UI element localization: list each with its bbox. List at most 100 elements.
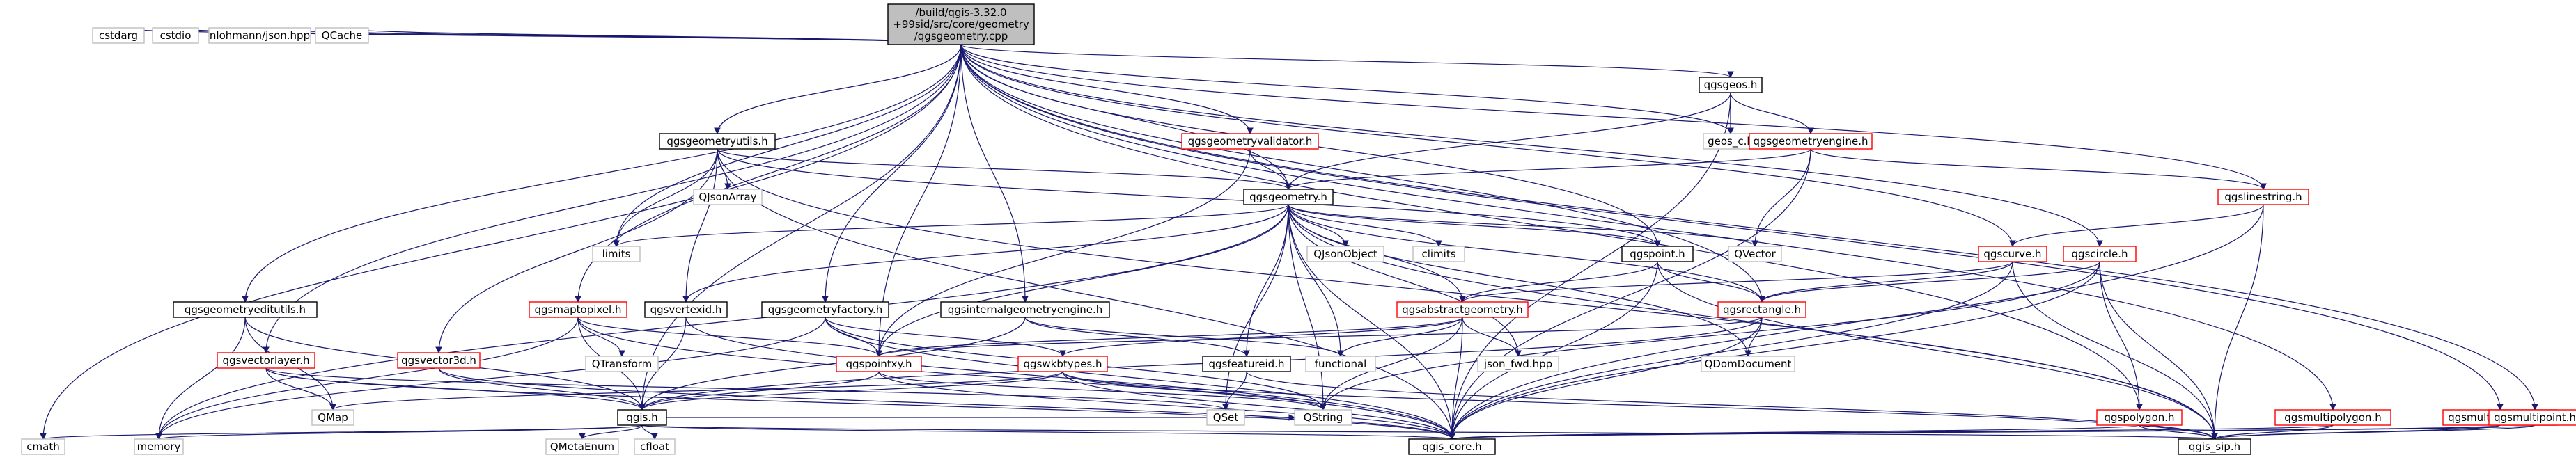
node-qgsgeometry[interactable]: qgsgeometry.h — [1243, 189, 1334, 205]
node-box — [1306, 246, 1384, 262]
node-qgsgeometryfactory[interactable]: qgsgeometryfactory.h — [761, 301, 889, 318]
edge-qgswkbtypes-to-qgis_core — [1062, 371, 1455, 440]
edge-line — [641, 44, 962, 411]
edge-arrowhead — [1515, 350, 1522, 358]
edge-line — [616, 44, 962, 247]
node-qjsonarray[interactable]: QJsonArray — [693, 189, 763, 205]
node-qgscurve[interactable]: qgscurve.h — [1978, 246, 2047, 262]
node-label: QTransform — [592, 358, 652, 370]
node-qgsabstractgeometry[interactable]: qgsabstractgeometry.h — [1396, 301, 1529, 318]
node-qgsgeometryeditutils[interactable]: qgsgeometryeditutils.h — [173, 301, 318, 318]
node-qgspolygon[interactable]: qgspolygon.h — [2096, 409, 2183, 426]
node-qgscircle[interactable]: qgscircle.h — [2063, 246, 2137, 262]
edge-arrowhead — [1751, 240, 1758, 248]
node-climits[interactable]: climits — [1412, 246, 1465, 262]
edge-root-to-qgsgeometry — [960, 44, 1292, 191]
edge-line — [42, 424, 643, 440]
edge-line — [1657, 261, 2215, 440]
node-qvector[interactable]: QVector — [1728, 246, 1782, 262]
node-qgis-sip[interactable]: qgis_sip.h — [2178, 438, 2251, 455]
node-qgsinternalgeometryengine[interactable]: qgsinternalgeometryengine.h — [940, 301, 1110, 318]
edge-arrowhead — [1243, 350, 1250, 358]
node-qgslinestring[interactable]: qgslinestring.h — [2217, 189, 2309, 205]
node-label: qgspointxy.h — [845, 358, 912, 370]
edge-arrowhead — [651, 433, 658, 440]
edge-line — [717, 44, 962, 134]
node-label: qgspoint.h — [1630, 248, 1685, 260]
node-cstdarg[interactable]: cstdarg — [92, 27, 145, 44]
node-box — [940, 301, 1110, 318]
node-qgspointxy[interactable]: qgspointxy.h — [836, 356, 922, 372]
edge-line — [960, 44, 1289, 190]
edge-arrowhead — [1320, 404, 1327, 411]
edge-qgsgeometry-to-qvector — [1288, 204, 1758, 248]
node-qstring[interactable]: QString — [1294, 409, 1352, 426]
edge-qgsgeometry-to-qdomdocument — [1288, 204, 1751, 358]
edge-qgsgeometryfactory-to-qgswkbtypes — [825, 317, 1066, 358]
edge-line — [265, 367, 1226, 411]
node-qgsvector3d[interactable]: qgsvector3d.h — [397, 352, 481, 369]
edge-line — [2214, 424, 2334, 440]
edge-line — [2012, 204, 2264, 247]
node-box — [152, 27, 199, 44]
node-qmap[interactable]: QMap — [311, 409, 354, 426]
edge-line — [1288, 204, 1439, 247]
node-qgsvectorlayer[interactable]: qgsvectorlayer.h — [217, 352, 315, 369]
node-qtransform[interactable]: QTransform — [585, 356, 659, 372]
node-nlohmann[interactable]: nlohmann/json.hpp — [208, 27, 311, 44]
node-label: QSet — [1213, 411, 1239, 424]
edge-line — [1062, 371, 1453, 440]
node-qgis[interactable]: qgis.h — [617, 409, 667, 426]
nodes-layer: /build/qgis-3.32.0+99sid/src/core/geomet… — [21, 3, 2576, 455]
node-qgsgeometryengine[interactable]: qgsgeometryengine.h — [1749, 133, 1873, 150]
node-label: qgsinternalgeometryengine.h — [948, 303, 1103, 316]
node-qset[interactable]: QSet — [1206, 409, 1245, 426]
edge-line — [1462, 261, 2013, 303]
node-qgsrectangle[interactable]: qgsrectangle.h — [1717, 301, 1806, 318]
edge-qgscircle-to-qgsrectangle — [1758, 261, 2100, 303]
node-memory[interactable]: memory — [134, 438, 184, 455]
edge-arrowhead — [1059, 350, 1066, 358]
node-qdomdocument[interactable]: QDomDocument — [1701, 356, 1795, 372]
node-qgsgeos[interactable]: qgsgeos.h — [1699, 77, 1763, 93]
node-cmath[interactable]: cmath — [21, 438, 65, 455]
edge-arrowhead — [618, 350, 625, 358]
edge-root-to-cmath — [40, 44, 962, 440]
edge-line — [1657, 261, 1763, 303]
node-qgsmultipolygon[interactable]: qgsmultipolygon.h — [2274, 409, 2391, 426]
node-qgspoint[interactable]: qgspoint.h — [1621, 246, 1694, 262]
edge-line — [577, 317, 880, 357]
node-qgsgeometryutils[interactable]: qgsgeometryutils.h — [659, 133, 776, 150]
node-geos-c[interactable]: geos_c.h — [1703, 133, 1758, 150]
node-label: qgsgeometryvalidator.h — [1188, 135, 1313, 148]
node-cstdio[interactable]: cstdio — [152, 27, 199, 44]
node-qgsfeatureid[interactable]: qgsfeatureid.h — [1202, 356, 1291, 372]
edge-line — [2099, 261, 2140, 411]
node-qmetaenum[interactable]: QMetaEnum — [545, 438, 619, 455]
node-box — [529, 301, 627, 318]
node-qgis-core[interactable]: qgis_core.h — [1408, 438, 1496, 455]
node-box — [1749, 133, 1873, 150]
edge-line — [1288, 92, 1731, 190]
edge-arrowhead — [2497, 404, 2504, 411]
edge-line — [1340, 317, 1463, 357]
node-json-fwd[interactable]: json_fwd.hpp — [1477, 356, 1559, 372]
edge-line — [1451, 148, 1811, 440]
node-qgsvertexid[interactable]: qgsvertexid.h — [644, 301, 728, 318]
node-box — [2217, 189, 2309, 205]
edge-arrowhead — [155, 433, 162, 440]
node-qgsgeometryvalidator[interactable]: qgsgeometryvalidator.h — [1181, 133, 1319, 150]
edge-line — [42, 44, 962, 440]
node-qgsmaptopixel[interactable]: qgsmaptopixel.h — [529, 301, 627, 318]
node-qcache[interactable]: QCache — [315, 27, 369, 44]
node-qgswkbtypes[interactable]: qgswkbtypes.h — [1017, 356, 1108, 372]
node-qjsonobject[interactable]: QJsonObject — [1306, 246, 1384, 262]
node-root[interactable]: /build/qgis-3.32.0+99sid/src/core/geomet… — [887, 3, 1035, 45]
node-cfloat[interactable]: cfloat — [634, 438, 676, 455]
edge-line — [265, 44, 962, 353]
edge-root-to-geos_c — [960, 44, 1734, 135]
node-qgsmultipoint[interactable]: qgsmultipoint.h — [2488, 409, 2576, 426]
node-limits[interactable]: limits — [592, 246, 641, 262]
edge-qgsgeometryengine-to-qgsgeometry — [1285, 148, 1811, 191]
node-functional[interactable]: functional — [1305, 356, 1376, 372]
